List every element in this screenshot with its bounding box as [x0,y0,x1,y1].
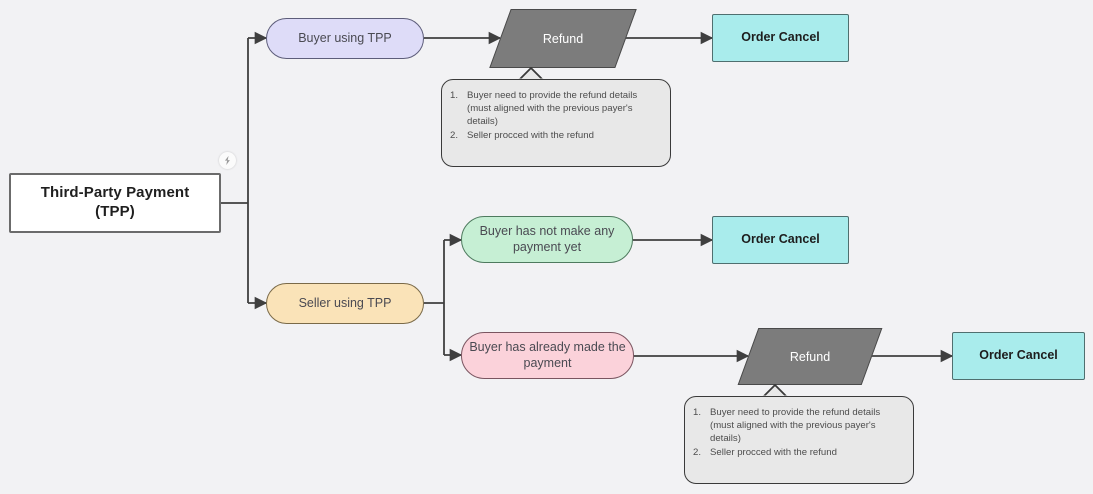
note-bottom-refund-steps: 1. Buyer need to provide the refund deta… [684,396,914,484]
note-item-number: 1. [693,407,702,418]
note-bottom-tail [762,384,788,397]
node-third-party-payment[interactable]: Third-Party Payment (TPP) [9,173,221,233]
note-list-item: 1. Buyer need to provide the refund deta… [693,406,902,446]
note-item-text: Buyer need to provide the refund details… [467,90,638,128]
note-item-text: Seller procced with the refund [710,446,837,458]
node-buyer-using-tpp[interactable]: Buyer using TPP [266,18,424,59]
node-label: Refund [542,31,584,46]
note-item-number: 2. [693,446,702,458]
node-label: Buyer using TPP [298,30,392,45]
note-item-text: Buyer need to provide the refund details… [710,407,881,445]
node-label: Order Cancel [741,30,820,45]
node-seller-using-tpp[interactable]: Seller using TPP [266,283,424,324]
root-title-line-1: Third-Party Payment [40,184,190,202]
node-refund-bottom[interactable]: Refund [737,328,883,385]
note-list: 1. Buyer need to provide the refund deta… [693,406,902,459]
node-order-cancel-2[interactable]: Order Cancel [712,216,849,264]
node-buyer-already-paid[interactable]: Buyer has already made the payment [461,332,634,379]
node-label: Order Cancel [979,348,1058,363]
node-label: Buyer has already made the payment [469,339,626,370]
node-order-cancel-1[interactable]: Order Cancel [712,14,849,62]
node-order-cancel-3[interactable]: Order Cancel [952,332,1085,380]
note-item-text: Seller procced with the refund [467,129,594,141]
node-label: Buyer has not make any payment yet [479,223,615,254]
note-list-item: 1. Buyer need to provide the refund deta… [450,89,659,129]
node-label: Seller using TPP [298,295,392,310]
note-item-number: 2. [450,129,459,141]
note-item-number: 1. [450,90,459,101]
note-top-refund-steps: 1. Buyer need to provide the refund deta… [441,79,671,167]
node-refund-top[interactable]: Refund [489,9,637,68]
root-title-line-2: (TPP) [95,203,135,220]
note-top-tail [518,67,544,80]
flash-badge-icon[interactable] [219,152,236,169]
node-label: Refund [789,349,831,364]
node-buyer-no-payment[interactable]: Buyer has not make any payment yet [461,216,633,263]
node-label: Order Cancel [741,232,820,247]
note-list-item: 2. Seller procced with the refund [693,446,902,459]
note-list-item: 2. Seller procced with the refund [450,129,659,142]
note-list: 1. Buyer need to provide the refund deta… [450,89,659,142]
